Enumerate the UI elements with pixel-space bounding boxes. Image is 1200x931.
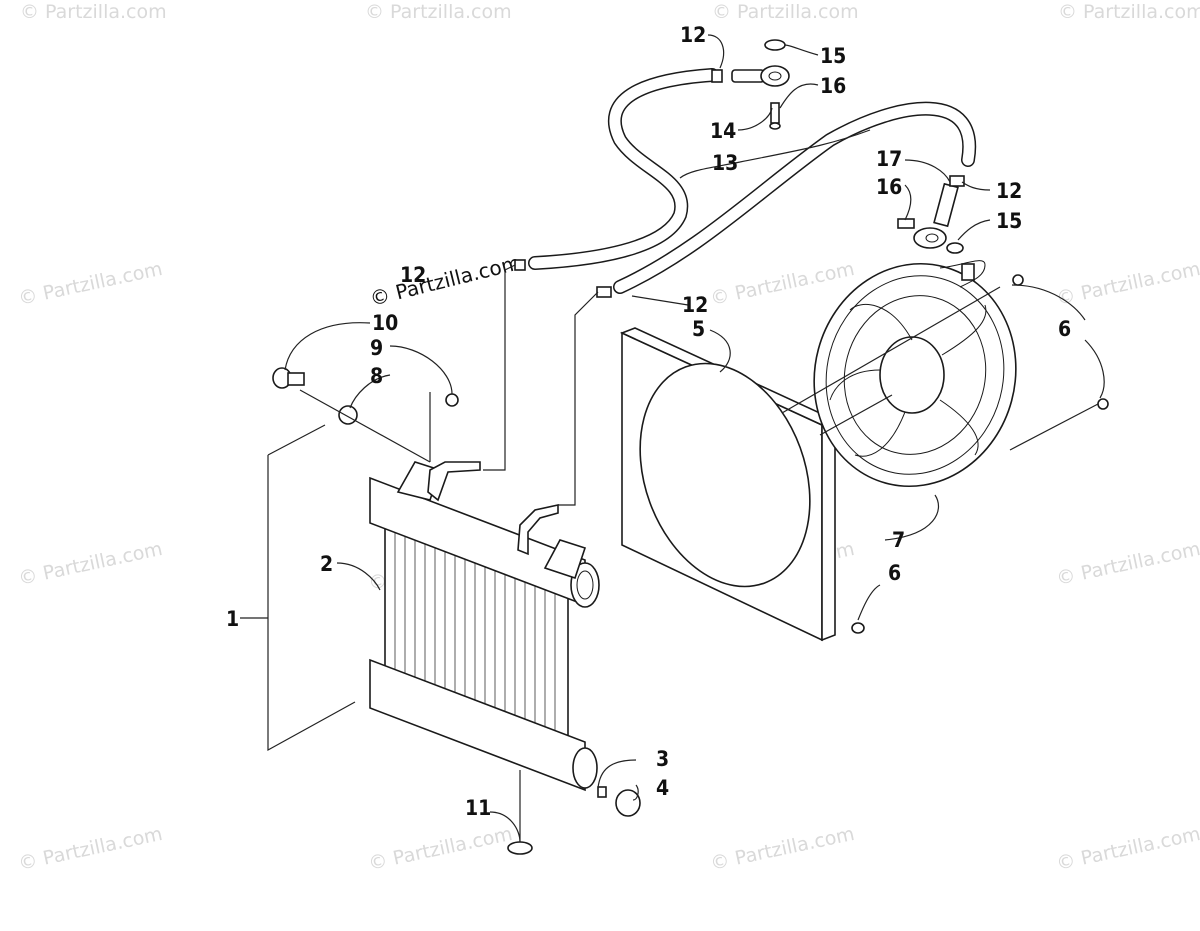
callout-15-right: 15 xyxy=(996,209,1022,233)
watermark: © Partzilla.com xyxy=(712,1,859,23)
watermark: © Partzilla.com xyxy=(708,823,856,875)
callout-2: 2 xyxy=(320,552,333,576)
callout-16-right: 16 xyxy=(876,175,902,199)
hose-clamp xyxy=(514,259,526,271)
callout-6-top: 6 xyxy=(1058,317,1071,341)
callout-12-right: 12 xyxy=(996,179,1022,203)
thermostat-housing-top xyxy=(711,39,790,130)
callouts: 1 2 3 4 5 6 6 7 8 9 10 11 12 12 12 12 13… xyxy=(226,23,1071,820)
watermark: © Partzilla.com xyxy=(366,823,514,875)
callout-8: 8 xyxy=(370,364,383,388)
callout-11: 11 xyxy=(465,796,491,820)
screw xyxy=(1097,398,1109,410)
callout-12-mid: 12 xyxy=(682,293,708,317)
callout-9: 9 xyxy=(370,336,383,360)
watermark: © Partzilla.com xyxy=(1058,1,1200,23)
hose-13 xyxy=(528,68,977,294)
callout-7: 7 xyxy=(892,528,905,552)
callout-1: 1 xyxy=(226,607,239,631)
fan-shroud xyxy=(619,327,838,642)
callout-3: 3 xyxy=(656,747,669,771)
hose-clamp xyxy=(596,286,612,298)
callout-10: 10 xyxy=(372,311,398,335)
leader-lines xyxy=(240,34,1105,843)
cooling-fan xyxy=(813,260,1017,488)
callout-15-top: 15 xyxy=(820,44,846,68)
watermark: © Partzilla.com xyxy=(1054,823,1200,875)
callout-12-top: 12 xyxy=(680,23,706,47)
mounting-hardware xyxy=(272,367,459,425)
watermark: © Partzilla.com xyxy=(1054,538,1200,590)
callout-6-bottom: 6 xyxy=(888,561,901,585)
watermark-prominent: © Partzilla.com xyxy=(367,250,523,311)
watermark: © Partzilla.com xyxy=(16,538,164,590)
watermarks: © Partzilla.com © Partzilla.com © Partzi… xyxy=(16,1,1200,875)
watermark: © Partzilla.com xyxy=(708,258,856,310)
callout-16-top: 16 xyxy=(820,74,846,98)
watermark: © Partzilla.com xyxy=(16,823,164,875)
callout-14: 14 xyxy=(710,119,736,143)
callout-12-left: 12 xyxy=(400,263,426,287)
callout-13: 13 xyxy=(712,151,738,175)
watermark: © Partzilla.com xyxy=(16,258,164,310)
callout-17: 17 xyxy=(876,147,902,171)
screw xyxy=(1012,274,1024,286)
watermark: © Partzilla.com xyxy=(365,1,512,23)
screw xyxy=(851,622,865,634)
watermark: © Partzilla.com xyxy=(20,1,167,23)
callout-4: 4 xyxy=(656,776,669,800)
watermark: © Partzilla.com xyxy=(1054,258,1200,310)
callout-5: 5 xyxy=(692,317,705,341)
radiator xyxy=(369,461,641,855)
